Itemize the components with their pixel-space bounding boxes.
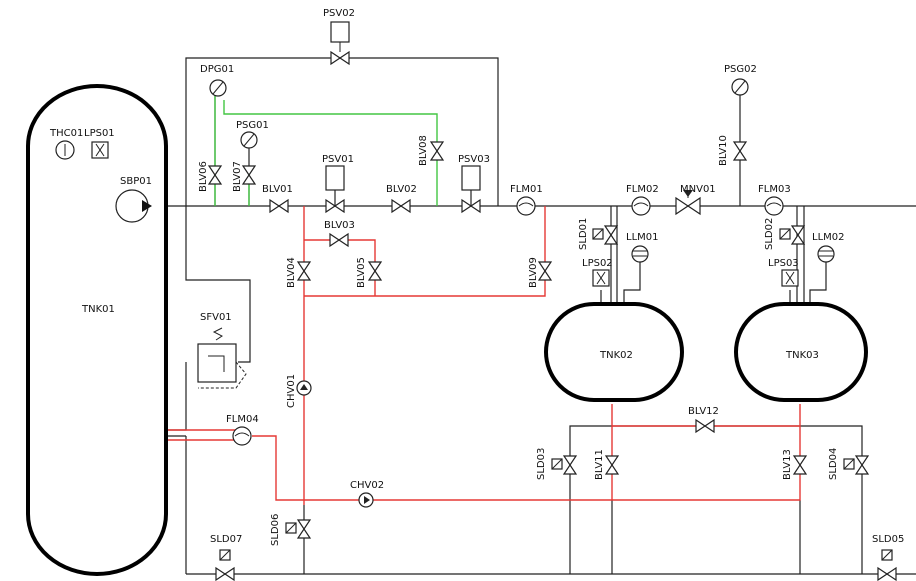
label-blv02: BLV02 — [386, 184, 417, 195]
label-tnk03: TNK03 — [785, 350, 819, 361]
valve-sld06 — [296, 519, 312, 539]
valve-blv06 — [207, 165, 223, 185]
label-blv07: BLV07 — [232, 161, 243, 192]
label-llm02: LLM02 — [812, 232, 845, 243]
label-sld01: SLD01 — [578, 218, 589, 250]
flowmeter-flm03 — [764, 196, 784, 216]
valve-blv05 — [367, 261, 383, 281]
safety-valve-sfv01 — [197, 343, 237, 383]
valve-sld03 — [562, 455, 578, 475]
labels: PSV02 DPG01 PSG01 PSV01 PSV03 BLV01 BLV0… — [49, 8, 904, 546]
flowmeter-flm01 — [516, 196, 536, 216]
label-chv01: CHV01 — [286, 374, 297, 408]
valve-blv13 — [792, 455, 808, 475]
label-psg02: PSG02 — [724, 64, 757, 75]
label-sfv01: SFV01 — [200, 312, 232, 323]
valve-psv01 — [325, 198, 345, 214]
valve-blv07 — [241, 165, 257, 185]
tank-tnk03 — [734, 302, 868, 402]
label-blv01: BLV01 — [262, 184, 293, 195]
label-blv04: BLV04 — [286, 257, 297, 288]
label-blv12: BLV12 — [688, 406, 719, 417]
label-blv09: BLV09 — [528, 257, 539, 288]
flowmeter-flm04 — [232, 426, 252, 446]
tank-tnk02 — [544, 302, 684, 402]
flowmeter-flm02 — [631, 196, 651, 216]
red-piping — [97, 206, 801, 505]
valve-psv02 — [330, 50, 350, 66]
label-blv06: BLV06 — [198, 161, 209, 192]
valve-psv03 — [461, 198, 481, 214]
label-sld02: SLD02 — [764, 218, 775, 250]
label-sld04: SLD04 — [828, 448, 839, 480]
label-sbp01: SBP01 — [120, 176, 152, 187]
label-psv02: PSV02 — [323, 8, 355, 19]
valve-blv08 — [429, 141, 445, 161]
label-sld07: SLD07 — [210, 534, 242, 545]
label-blv13: BLV13 — [782, 449, 793, 480]
label-tnk02: TNK02 — [599, 350, 633, 361]
gauges — [55, 78, 835, 508]
label-tnk01: TNK01 — [81, 304, 115, 315]
label-psv01: PSV01 — [322, 154, 354, 165]
valve-blv04 — [296, 261, 312, 281]
label-flm04: FLM04 — [226, 414, 259, 425]
label-flm02: FLM02 — [626, 184, 659, 195]
valve-sld01 — [603, 225, 619, 245]
label-psg01: PSG01 — [236, 120, 269, 131]
label-blv10: BLV10 — [718, 135, 729, 166]
valve-blv11 — [604, 455, 620, 475]
valves — [207, 50, 897, 581]
label-mnv01: MNV01 — [680, 184, 716, 195]
label-lps02: LPS02 — [582, 258, 613, 269]
gauge-llm01 — [631, 245, 649, 263]
label-sld03: SLD03 — [536, 448, 547, 480]
valve-blv03 — [329, 232, 349, 248]
valve-blv12 — [695, 418, 715, 434]
label-blv08: BLV08 — [418, 135, 429, 166]
valve-sld05 — [877, 566, 897, 581]
label-sld05: SLD05 — [872, 534, 904, 545]
label-sld06: SLD06 — [270, 514, 281, 546]
label-psv03: PSV03 — [458, 154, 490, 165]
valve-blv09 — [537, 261, 553, 281]
valve-sld07 — [215, 566, 235, 581]
gauge-llm02 — [817, 245, 835, 263]
label-blv11: BLV11 — [594, 449, 605, 480]
actuators — [219, 21, 893, 561]
label-flm03: FLM03 — [758, 184, 791, 195]
label-dpg01: DPG01 — [200, 64, 234, 75]
valve-blv10 — [732, 141, 748, 161]
label-chv02: CHV02 — [350, 480, 384, 491]
label-blv05: BLV05 — [356, 257, 367, 288]
label-thc01: THC01 — [49, 128, 83, 139]
label-llm01: LLM01 — [626, 232, 659, 243]
label-lps03: LPS03 — [768, 258, 799, 269]
tank-tnk01 — [26, 84, 168, 576]
valve-blv01 — [269, 198, 289, 214]
valve-sld02 — [790, 225, 806, 245]
valve-sld04 — [854, 455, 870, 475]
label-flm01: FLM01 — [510, 184, 543, 195]
valve-blv02 — [391, 198, 411, 214]
label-lps01: LPS01 — [84, 128, 115, 139]
valve-mnv01 — [675, 196, 701, 216]
label-blv03: BLV03 — [324, 220, 355, 231]
